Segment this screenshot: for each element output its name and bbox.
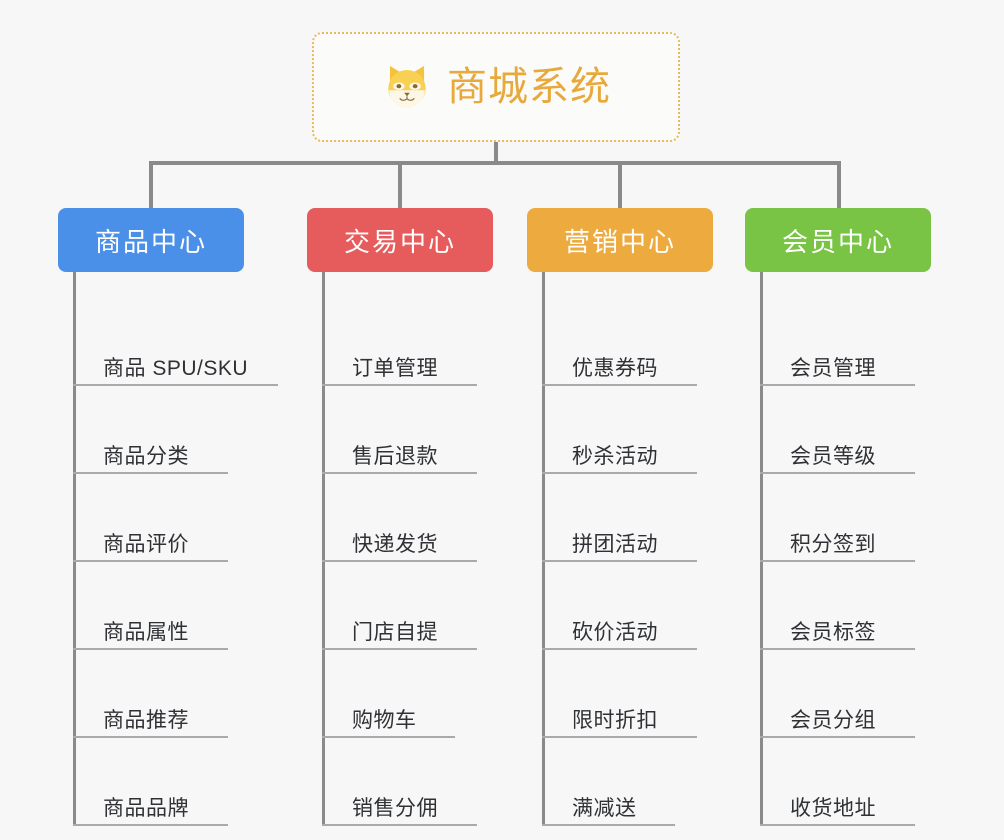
- leaf-item-label: 售后退款: [352, 444, 438, 468]
- leaf-item[interactable]: 限时折扣: [542, 650, 697, 738]
- connector-drop-4: [837, 161, 841, 208]
- leaf-item-label: 商品推荐: [103, 708, 189, 732]
- category-label: 营销中心: [563, 226, 676, 257]
- leaf-item-label: 订单管理: [352, 356, 438, 380]
- leaf-item-label: 商品分类: [103, 444, 189, 468]
- leaf-item-label: 会员分组: [790, 708, 876, 732]
- leaf-item[interactable]: 拼团活动: [542, 474, 697, 562]
- leaf-item-label: 商品品牌: [103, 796, 189, 820]
- leaf-item[interactable]: 商品分类: [73, 386, 228, 474]
- leaf-item-label: 商品 SPU/SKU: [103, 356, 249, 380]
- leaf-item[interactable]: 会员管理: [760, 298, 915, 386]
- leaf-item-label: 商品评价: [103, 532, 189, 556]
- connector-root-stem: [494, 142, 498, 163]
- leaf-item-label: 收货地址: [790, 796, 876, 820]
- leaf-item-label: 砍价活动: [572, 620, 658, 644]
- leaf-item-label: 会员等级: [790, 444, 876, 468]
- leaf-item-label: 商品属性: [103, 620, 189, 644]
- leaf-item-label: 限时折扣: [572, 708, 658, 732]
- connector-horizontal-bus: [149, 161, 841, 165]
- category-trunk-0: [73, 272, 76, 826]
- leaf-item-label: 拼团活动: [572, 532, 658, 556]
- leaf-item[interactable]: 收货地址: [760, 738, 915, 826]
- leaf-item[interactable]: 商品 SPU/SKU: [73, 298, 278, 386]
- root-title: 商城系统: [447, 65, 611, 109]
- leaf-item[interactable]: 会员标签: [760, 562, 915, 650]
- connector-drop-1: [149, 161, 153, 208]
- category-trunk-2: [542, 272, 545, 826]
- category-label: 商品中心: [94, 226, 207, 257]
- leaf-item-label: 门店自提: [352, 620, 438, 644]
- connector-drop-2: [398, 161, 402, 208]
- leaf-item[interactable]: 购物车: [322, 650, 455, 738]
- category-box-0[interactable]: 商品中心: [58, 208, 244, 272]
- category-label: 会员中心: [781, 226, 894, 257]
- leaf-item-label: 秒杀活动: [572, 444, 658, 468]
- category-box-2[interactable]: 营销中心: [527, 208, 713, 272]
- leaf-item[interactable]: 会员分组: [760, 650, 915, 738]
- leaf-item[interactable]: 会员等级: [760, 386, 915, 474]
- leaf-item-label: 优惠券码: [572, 356, 658, 380]
- leaf-item[interactable]: 秒杀活动: [542, 386, 697, 474]
- dog-face-icon: [381, 61, 433, 113]
- category-box-1[interactable]: 交易中心: [307, 208, 493, 272]
- leaf-item-label: 会员管理: [790, 356, 876, 380]
- connector-drop-3: [618, 161, 622, 208]
- category-trunk-3: [760, 272, 763, 826]
- leaf-item[interactable]: 销售分佣: [322, 738, 477, 826]
- leaf-item[interactable]: 商品品牌: [73, 738, 228, 826]
- leaf-item-label: 快递发货: [352, 532, 438, 556]
- leaf-item[interactable]: 门店自提: [322, 562, 477, 650]
- category-box-3[interactable]: 会员中心: [745, 208, 931, 272]
- leaf-item-label: 销售分佣: [352, 796, 438, 820]
- leaf-item[interactable]: 砍价活动: [542, 562, 697, 650]
- leaf-item[interactable]: 订单管理: [322, 298, 477, 386]
- leaf-item[interactable]: 商品评价: [73, 474, 228, 562]
- leaf-item-label: 购物车: [352, 708, 417, 732]
- leaf-item[interactable]: 商品属性: [73, 562, 228, 650]
- leaf-item-label: 会员标签: [790, 620, 876, 644]
- category-trunk-1: [322, 272, 325, 826]
- leaf-item[interactable]: 售后退款: [322, 386, 477, 474]
- leaf-item[interactable]: 快递发货: [322, 474, 477, 562]
- root-node[interactable]: 商城系统: [312, 32, 680, 142]
- leaf-item-label: 积分签到: [790, 532, 876, 556]
- leaf-item[interactable]: 积分签到: [760, 474, 915, 562]
- leaf-item[interactable]: 商品推荐: [73, 650, 228, 738]
- leaf-item[interactable]: 优惠券码: [542, 298, 697, 386]
- category-label: 交易中心: [343, 226, 456, 257]
- leaf-item-label: 满减送: [572, 796, 637, 820]
- leaf-item[interactable]: 满减送: [542, 738, 675, 826]
